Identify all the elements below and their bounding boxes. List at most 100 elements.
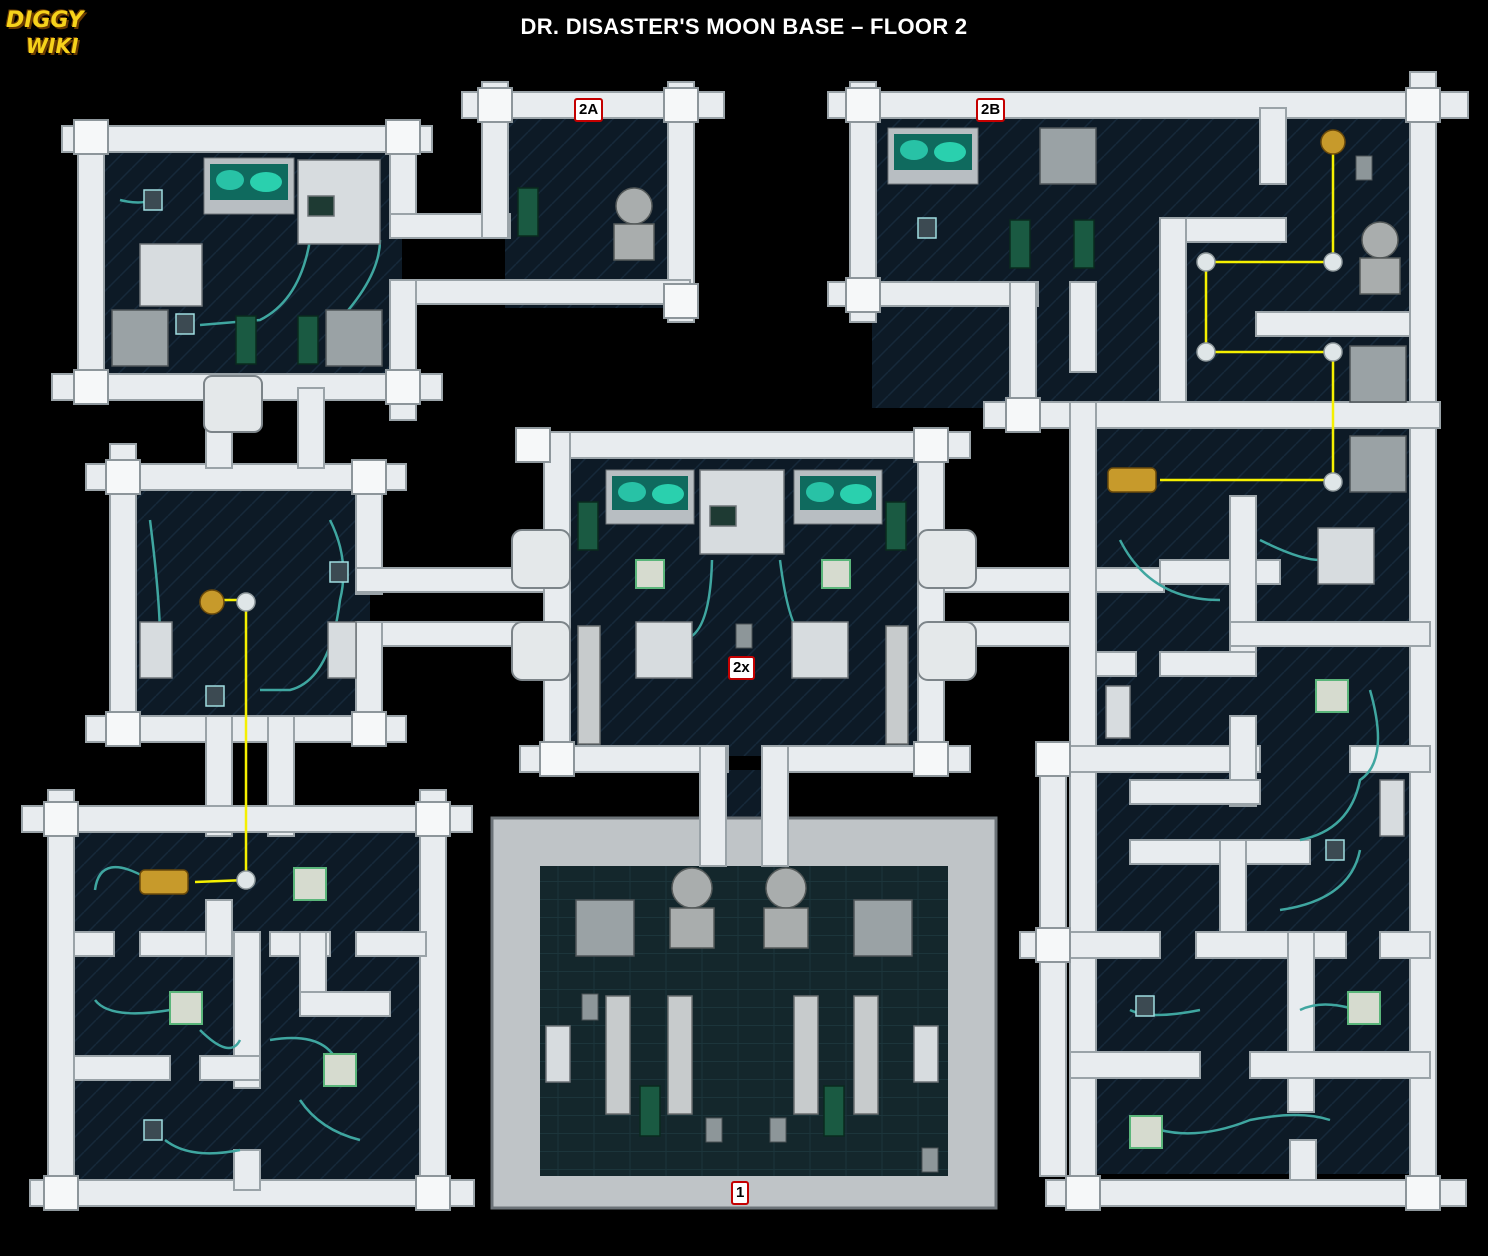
logo-text-line1: DIGGY bbox=[6, 8, 84, 33]
beam-mirrors bbox=[236, 252, 1343, 890]
canister-icon bbox=[581, 993, 599, 1021]
beam-receiver-icon bbox=[1325, 839, 1345, 861]
beam-receiver-icon bbox=[917, 217, 937, 239]
door-hatch-icon bbox=[203, 375, 263, 433]
door-hatch-icon bbox=[511, 621, 571, 681]
laser-emitter-icon bbox=[1320, 129, 1346, 155]
banner-icon bbox=[885, 501, 907, 551]
beam-mirror-icon bbox=[1196, 252, 1216, 272]
power-switch-icon bbox=[1129, 1115, 1163, 1149]
canister-icon bbox=[1355, 155, 1373, 181]
beam-receiver-icon bbox=[329, 561, 349, 583]
power-switch-icon bbox=[293, 867, 327, 901]
laser-emitter-icon bbox=[1107, 467, 1157, 493]
canister-icon bbox=[921, 1147, 939, 1173]
beam-receiver-icon bbox=[143, 1119, 163, 1141]
banner-icon bbox=[517, 187, 539, 237]
computer-console-icon bbox=[605, 469, 695, 525]
machine-icon bbox=[139, 243, 203, 307]
laser-emitters bbox=[139, 129, 1346, 895]
marker-1: 1 bbox=[731, 1181, 750, 1205]
door-hatches bbox=[203, 375, 977, 681]
computer-console-icon bbox=[793, 469, 883, 525]
computer-console-icon bbox=[887, 127, 979, 185]
power-switch-icon bbox=[635, 559, 665, 589]
robot-statue-icon bbox=[763, 867, 809, 949]
machine-icon bbox=[545, 1025, 571, 1083]
logo-text-line2: WIKI bbox=[26, 34, 79, 58]
column-icon bbox=[793, 995, 819, 1115]
weapons-rack-icon bbox=[111, 309, 169, 367]
machine-icon bbox=[327, 621, 357, 679]
beam-mirror-icon bbox=[1323, 472, 1343, 492]
door-hatch-icon bbox=[511, 529, 571, 589]
canister-icon bbox=[769, 1117, 787, 1143]
computer-console-icon bbox=[203, 157, 295, 215]
canister-icon bbox=[705, 1117, 723, 1143]
machine-icon bbox=[139, 621, 173, 679]
column-icon bbox=[577, 625, 601, 745]
statues bbox=[613, 187, 1401, 949]
column-icon bbox=[605, 995, 631, 1115]
power-switch-icon bbox=[1315, 679, 1349, 713]
robot-statue-icon bbox=[1359, 221, 1401, 295]
wiki-logo: DIGGY WIKI bbox=[6, 4, 136, 62]
beam-receiver-icon bbox=[175, 313, 195, 335]
weapons-rack-icon bbox=[853, 899, 913, 957]
banners bbox=[235, 187, 1095, 1137]
weapons-rack-icon bbox=[325, 309, 383, 367]
beam-mirror-icon bbox=[1323, 252, 1343, 272]
beam-mirror-icon bbox=[1196, 342, 1216, 362]
machine-icon bbox=[791, 621, 849, 679]
canister-icon bbox=[735, 623, 753, 649]
column-icon bbox=[667, 995, 693, 1115]
banner-icon bbox=[297, 315, 319, 365]
column-icon bbox=[853, 995, 879, 1115]
banner-icon bbox=[639, 1085, 661, 1137]
weapons-rack-icon bbox=[575, 899, 635, 957]
columns bbox=[577, 625, 909, 1115]
banner-icon bbox=[1073, 219, 1095, 269]
beam-receiver-icon bbox=[1135, 995, 1155, 1017]
machines bbox=[139, 159, 1405, 1083]
canisters bbox=[581, 155, 1373, 1173]
robot-statue-icon bbox=[669, 867, 715, 949]
door-hatch-icon bbox=[917, 529, 977, 589]
map-title: DR. DISASTER'S MOON BASE – FLOOR 2 bbox=[520, 14, 968, 39]
robot-statue-icon bbox=[613, 187, 655, 261]
laser-emitter-icon bbox=[199, 589, 225, 615]
consoles bbox=[203, 127, 979, 525]
weapons-rack-icon bbox=[1349, 435, 1407, 493]
machine-icon bbox=[1317, 527, 1375, 585]
machine-icon bbox=[635, 621, 693, 679]
banner-icon bbox=[823, 1085, 845, 1137]
beam-mirror-icon bbox=[1323, 342, 1343, 362]
power-switch-icon bbox=[821, 559, 851, 589]
marker-2a: 2A bbox=[574, 98, 604, 122]
beam-receivers bbox=[143, 189, 1345, 1141]
beam-receiver-icon bbox=[205, 685, 225, 707]
machine-icon bbox=[1105, 685, 1131, 739]
marker-2b: 2B bbox=[976, 98, 1006, 122]
column-icon bbox=[885, 625, 909, 745]
power-switch-icon bbox=[323, 1053, 357, 1087]
power-switch-icon bbox=[1347, 991, 1381, 1025]
weapons-racks bbox=[111, 127, 1407, 957]
marker-2x: 2x bbox=[728, 656, 755, 680]
weapons-rack-icon bbox=[1039, 127, 1097, 185]
door-hatch-icon bbox=[917, 621, 977, 681]
banner-icon bbox=[235, 315, 257, 365]
power-switch-icon bbox=[169, 991, 203, 1025]
banner-icon bbox=[577, 501, 599, 551]
weapons-rack-icon bbox=[1349, 345, 1407, 403]
power-switches bbox=[169, 559, 1381, 1149]
banner-icon bbox=[1009, 219, 1031, 269]
machine-icon bbox=[1379, 779, 1405, 837]
wall-junctions bbox=[43, 87, 1441, 1211]
beam-receiver-icon bbox=[143, 189, 163, 211]
beam-mirror-icon bbox=[236, 592, 256, 612]
beam-mirror-icon bbox=[236, 870, 256, 890]
machine-icon bbox=[913, 1025, 939, 1083]
entrance-room bbox=[490, 816, 998, 1210]
